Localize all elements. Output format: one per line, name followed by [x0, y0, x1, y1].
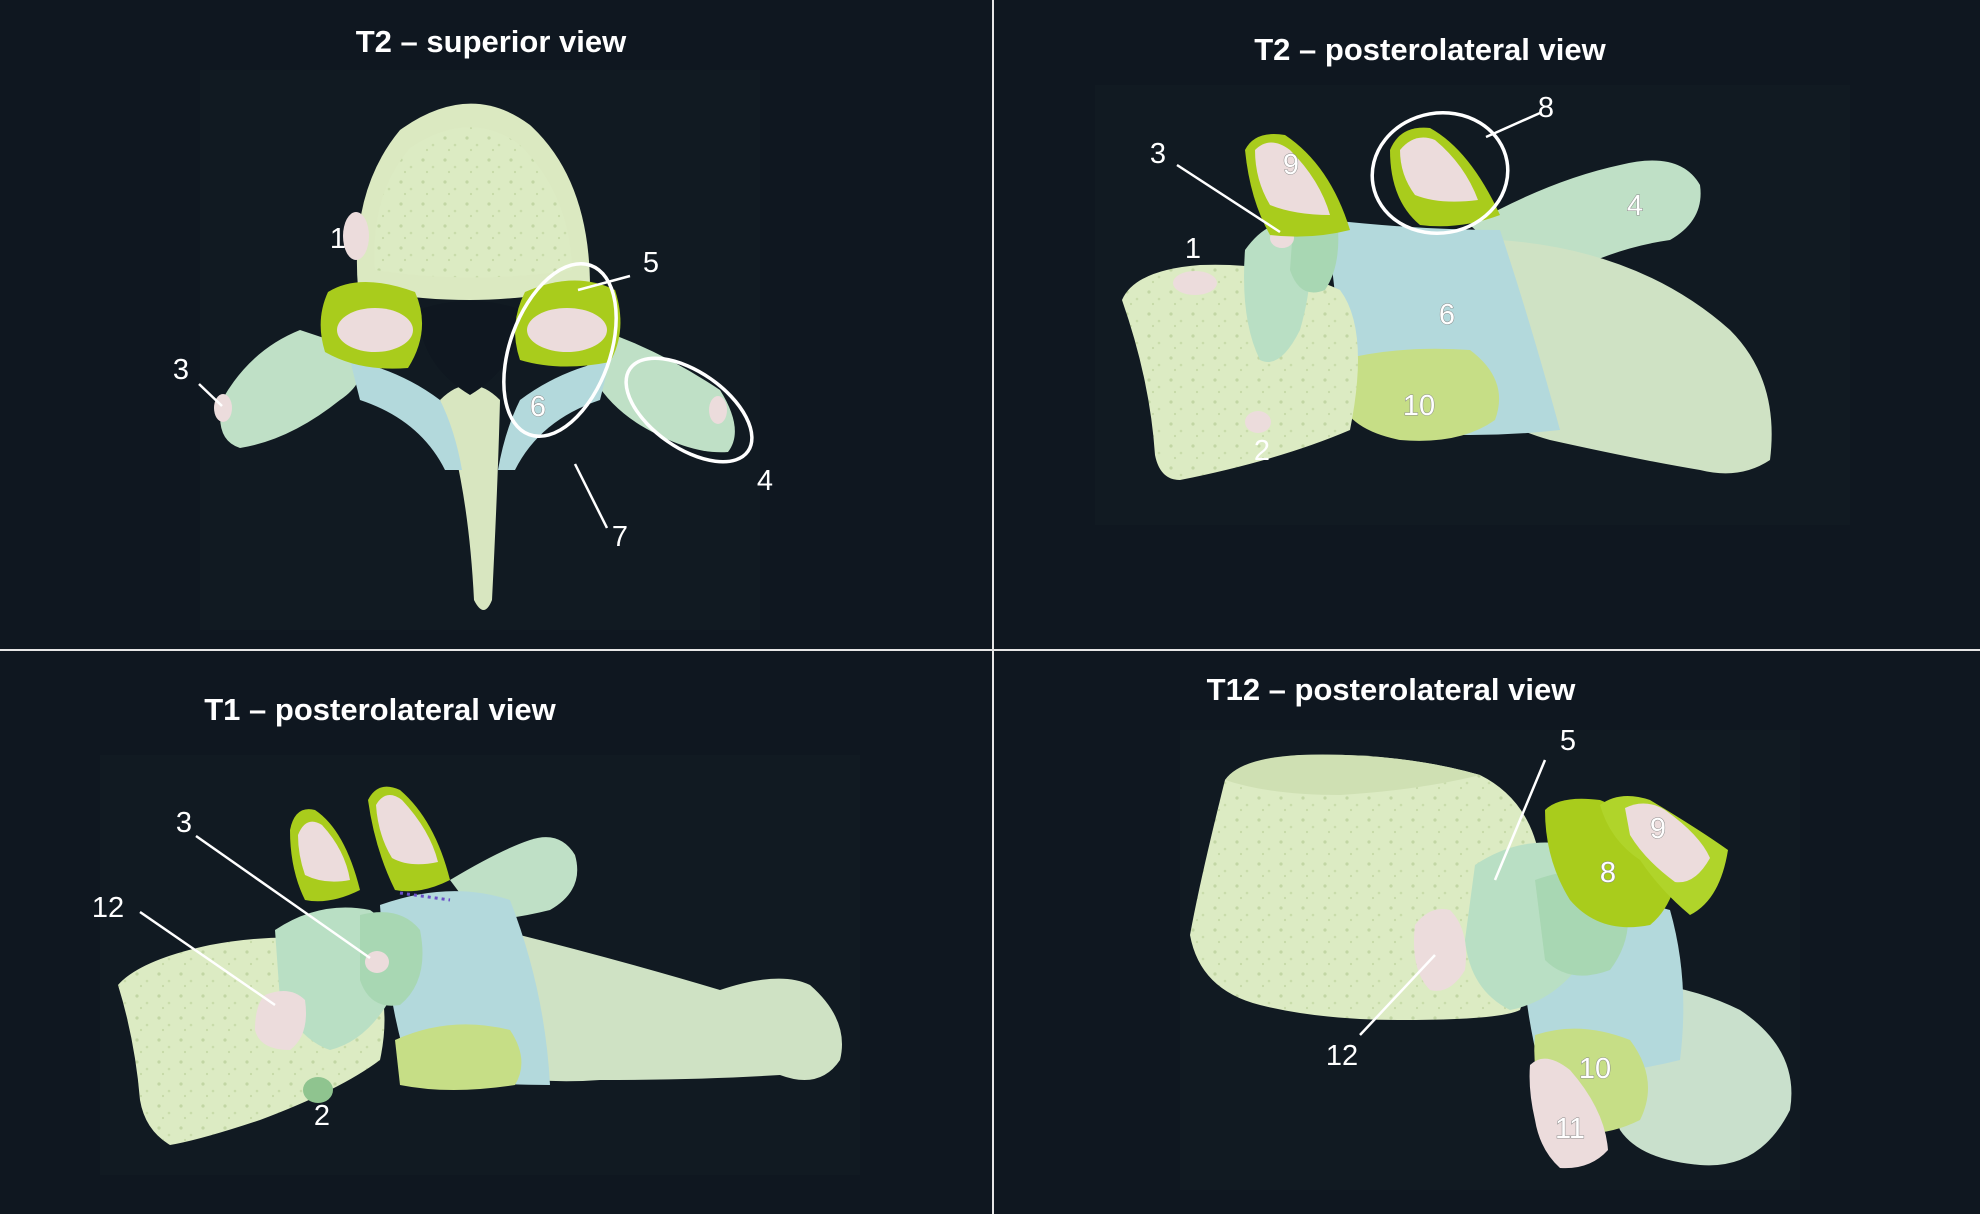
- transverse-costal-facet-right: [709, 396, 727, 424]
- label-12: 12: [1326, 1040, 1358, 1072]
- dotted-marker: [399, 891, 451, 902]
- panel-t2-posterolateral: T2 – posterolateral view: [1095, 32, 1850, 525]
- transverse-costal-facet: [365, 951, 389, 973]
- superior-articular-facet-left: [1255, 142, 1330, 215]
- superior-articular-facet-left: [337, 308, 413, 352]
- label-9: 9: [1283, 149, 1299, 181]
- label-8: 8: [1600, 857, 1616, 889]
- costal-facet: [1414, 909, 1466, 991]
- label-10: 10: [1403, 390, 1435, 422]
- leader-line-3: [198, 383, 223, 407]
- vertebra-t1-posterolateral: [118, 786, 842, 1145]
- label-3: 3: [176, 807, 192, 839]
- label-3: 3: [173, 354, 189, 386]
- label-5: 5: [643, 247, 659, 279]
- label-2: 2: [1254, 435, 1270, 467]
- label-6: 6: [530, 391, 546, 423]
- panel-t1-posterolateral: T1 – posterolateral view: [92, 692, 860, 1175]
- transverse-costal-facet-left: [214, 394, 232, 422]
- vertebra-t12-posterolateral: [1190, 754, 1792, 1169]
- label-9: 9: [1650, 813, 1666, 845]
- label-3: 3: [1150, 138, 1166, 170]
- highlight-ring-articular: [502, 261, 618, 439]
- label-2: 2: [314, 1100, 330, 1132]
- panel-title: T2 – superior view: [356, 24, 627, 59]
- leader-line-5: [1493, 759, 1547, 881]
- lamina-right: [498, 360, 610, 470]
- transverse-process-left: [220, 330, 363, 448]
- label-5: 5: [1560, 725, 1576, 757]
- panel-t12-posterolateral: T12 – posterolateral view 5: [1180, 672, 1800, 1190]
- label-1: 1: [330, 223, 346, 255]
- inferior-articular-process: [395, 1024, 522, 1090]
- vertebral-foramen: [418, 301, 522, 395]
- leader-line-5: [577, 274, 631, 292]
- transverse-process-right: [585, 330, 735, 453]
- superior-articular-facet: [1625, 803, 1710, 883]
- vertebra-t2-superior: [214, 103, 735, 610]
- spinous-process: [480, 930, 842, 1082]
- panel-title: T2 – posterolateral view: [1254, 32, 1606, 67]
- superior-articular-facet-left: [298, 821, 350, 882]
- inferior-articular-facet: [1529, 1058, 1608, 1169]
- panel-title: T1 – posterolateral view: [204, 692, 556, 727]
- superior-costal-facet: [1173, 271, 1217, 295]
- superior-articular-facet-right: [527, 308, 607, 352]
- label-6: 6: [1439, 299, 1455, 331]
- inferior-costal-facet: [1245, 411, 1271, 433]
- label-4: 4: [1627, 190, 1643, 222]
- leader-line-3: [1176, 163, 1281, 234]
- leader-line-7: [573, 463, 609, 529]
- body-superior-surface: [374, 127, 572, 278]
- panel-t2-superior: T2 – superior view: [173, 24, 773, 630]
- superior-costal-facet: [255, 991, 306, 1050]
- body-superior-rim: [1225, 754, 1480, 795]
- label-12: 12: [92, 892, 124, 924]
- leader-line-3: [195, 834, 371, 960]
- highlight-ring-transverse: [624, 356, 754, 464]
- label-8: 8: [1538, 92, 1554, 124]
- label-1: 1: [1185, 233, 1201, 265]
- label-4: 4: [757, 465, 773, 497]
- highlight-ring-articular: [1370, 110, 1510, 236]
- lamina-left: [350, 360, 462, 470]
- transverse-root: [360, 912, 423, 1006]
- label-11: 11: [1555, 1113, 1585, 1145]
- label-7: 7: [612, 521, 628, 553]
- inferior-articular-process: [1340, 348, 1500, 441]
- inferior-costal-facet: [303, 1077, 333, 1103]
- label-10: 10: [1579, 1053, 1611, 1085]
- leader-line-12: [1359, 954, 1436, 1036]
- superior-articular-facet-right: [376, 795, 438, 865]
- costal-facet-body: [343, 212, 369, 260]
- leader-line-8: [1485, 111, 1541, 139]
- vertebra-t2-posterolateral: [1122, 127, 1772, 480]
- panel-title: T12 – posterolateral view: [1207, 672, 1577, 707]
- leader-line-12: [139, 910, 276, 1007]
- superior-articular-facet-right: [1400, 137, 1478, 202]
